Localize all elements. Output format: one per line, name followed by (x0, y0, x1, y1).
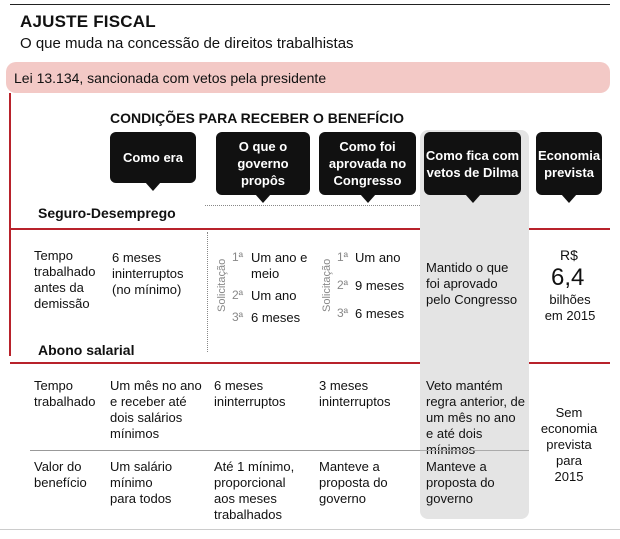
congresso-2: 9 meses (355, 278, 405, 293)
header-vetos: Como fica com vetos de Dilma (424, 132, 521, 203)
page-subtitle: O que muda na concessão de direitos trab… (20, 35, 354, 52)
economia-currency: R$ (560, 247, 578, 263)
abono-governo-1: 6 meses ininterruptos (214, 378, 286, 409)
congresso-1: Um ano (355, 250, 401, 265)
abono-governo-2: Até 1 mínimo, proporcional aos meses tra… (214, 459, 295, 522)
row-label-valor: Valor do benefício (34, 459, 87, 490)
abono-economia: Sem economia prevista para 2015 (540, 405, 598, 484)
bottom-rule (0, 529, 620, 530)
solicitacao-label: Solicitação (216, 258, 228, 312)
conditions-label: CONDIÇÕES PARA RECEBER O BENEFÍCIO (110, 110, 405, 126)
row-label-tempo: Tempo trabalhado antes da demissão (34, 248, 96, 311)
ordinal: 1ª (337, 250, 349, 264)
congresso-3: 6 meses (355, 306, 405, 321)
ordinal: 2ª (232, 288, 244, 302)
divider (207, 232, 208, 352)
seguro-rule (10, 228, 610, 230)
law-text: Lei 13.134, sancionada com vetos pela pr… (14, 70, 327, 86)
row-divider (30, 450, 420, 451)
header-como-era: Como era (110, 132, 196, 191)
abono-vetos-1: Veto mantém regra anterior, de um mês no… (426, 378, 526, 457)
header-governo: O que o governo propôs (216, 132, 310, 203)
abono-como-era-2: Um salário mínimo para todos (110, 459, 173, 506)
solicitacao-label: Solicitação (321, 258, 333, 312)
section-abono: Abono salarial (38, 342, 135, 358)
row-divider (420, 450, 529, 451)
top-rule (10, 4, 610, 5)
row-label-tempo-abono: Tempo trabalhado (34, 378, 96, 409)
law-banner (6, 62, 610, 93)
abono-rule (10, 362, 610, 364)
governo-1: Um ano e meio (251, 250, 308, 281)
section-seguro: Seguro-Desempregо (38, 205, 176, 221)
governo-3: 6 meses (251, 310, 301, 325)
economia-unit: bilhões em 2015 (544, 292, 596, 323)
abono-vetos-2: Manteve a proposta do governo (426, 459, 495, 506)
header-congresso: Como foi aprovada no Congresso (319, 132, 416, 203)
divider (205, 205, 420, 206)
abono-congresso-1: 3 meses ininterruptos (319, 378, 391, 409)
header-economia: Economia prevista (536, 132, 602, 203)
abono-como-era-1: Um mês no ano e receber até dois salário… (110, 378, 202, 441)
seguro-vetos: Mantido o que foi aprovado pelo Congress… (426, 260, 518, 307)
abono-congresso-2: Manteve a proposta do governo (319, 459, 388, 506)
governo-2: Um ano (251, 288, 297, 303)
seguro-como-era: 6 meses ininterruptos (no mínimo) (112, 250, 184, 297)
page-title: AJUSTE FISCAL (20, 12, 156, 31)
seguro-bracket (9, 93, 11, 356)
ordinal: 2ª (337, 278, 349, 292)
ordinal: 3ª (232, 310, 244, 324)
ordinal: 3ª (337, 306, 349, 320)
economia-value: 6,4 (551, 264, 585, 291)
ordinal: 1ª (232, 250, 244, 264)
